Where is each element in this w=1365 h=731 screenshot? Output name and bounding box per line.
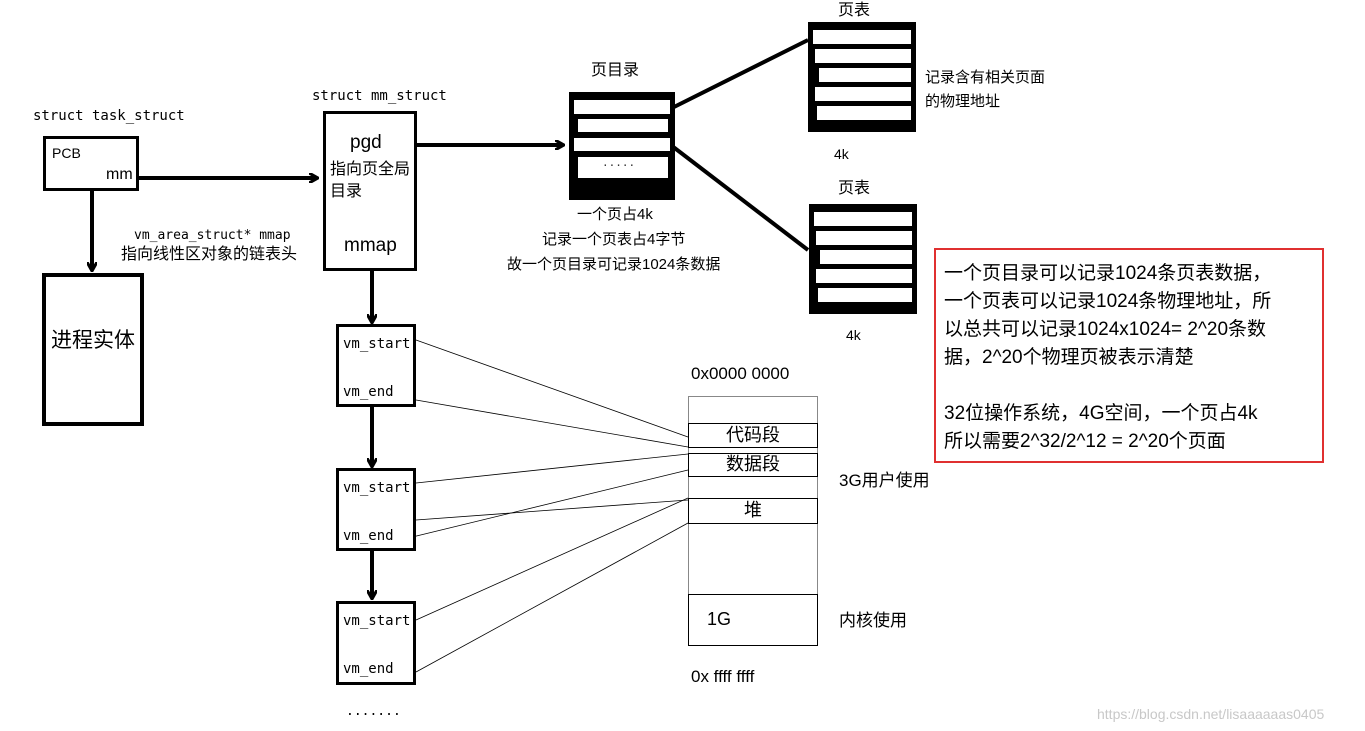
page-table-title: 页表 [838, 180, 871, 197]
vm-end-label: vm_end [343, 661, 394, 677]
heap-segment: 堆 [688, 498, 818, 524]
summary-note-box: 一个页目录可以记录1024条页表数据， 一个页表可以记录1024条物理地址，所 … [934, 248, 1324, 463]
page-directory-box: ..... [569, 92, 675, 200]
pcb-box: PCB mm [43, 136, 139, 191]
vm-start-label: vm_start [343, 613, 411, 629]
page-table-box [809, 204, 917, 314]
page-table-size: 4k [846, 327, 861, 343]
kernel-region: 1G [688, 594, 818, 646]
note-line: 据，2^20个物理页被表示清楚 [944, 347, 1194, 368]
page-table-box [808, 22, 916, 132]
page-table-title: 页表 [838, 2, 871, 19]
code-segment: 代码段 [688, 423, 818, 448]
pgd-label: pgd [350, 132, 382, 153]
note-line: 32位操作系统，4G空间，一个页占4k [944, 403, 1258, 424]
data-segment: 数据段 [688, 453, 818, 477]
pgd-desc: 指向页全局 目录 [330, 161, 411, 200]
mmap-field-type: vm_area_struct* mmap [134, 228, 291, 243]
kernel-space-caption: 内核使用 [839, 611, 907, 630]
mmap-label: mmap [344, 235, 397, 256]
mm-field-label: mm [106, 166, 133, 183]
heap-segment-label: 堆 [744, 500, 762, 520]
vm-area-box: vm_start vm_end [336, 601, 416, 685]
vm-start-label: vm_start [343, 480, 411, 496]
page-table-desc: 记录含有相关页面 的物理地址 [925, 69, 1046, 110]
note-line: 一个页表可以记录1024条物理地址，所 [944, 291, 1272, 312]
code-segment-label: 代码段 [726, 425, 780, 445]
address-bottom-label: 0x ffff ffff [691, 667, 755, 686]
task-struct-title: struct task_struct [33, 108, 185, 124]
note-line: 所以需要2^32/2^12 = 2^20个页面 [944, 431, 1226, 452]
mm-struct-box: pgd 指向页全局 目录 mmap [323, 111, 417, 271]
page-directory-desc-3: 故一个页目录可记录1024条数据 [507, 256, 721, 273]
page-directory-title: 页目录 [591, 62, 640, 79]
directory-to-pagetable1-line [671, 38, 809, 110]
vm-more-dots: ....... [346, 704, 401, 719]
pcb-label: PCB [52, 145, 81, 161]
vm-end-label: vm_end [343, 384, 394, 400]
directory-to-pagetable2-line [670, 144, 810, 252]
mm-struct-title: struct mm_struct [312, 88, 447, 104]
watermark: https://blog.csdn.net/lisaaaaaas0405 [1097, 706, 1325, 722]
vm-area-box: vm_start vm_end [336, 468, 416, 551]
page-table-size: 4k [834, 146, 849, 162]
vma-mapping-lines [399, 339, 689, 673]
page-directory-desc-1: 一个页占4k [577, 206, 653, 223]
page-directory-desc-2: 记录一个页表占4字节 [542, 231, 686, 248]
note-line: 一个页目录可以记录1024条页表数据， [944, 263, 1272, 284]
vm-start-label: vm_start [343, 336, 411, 352]
kernel-region-label: 1G [707, 609, 732, 629]
vm-end-label: vm_end [343, 528, 394, 544]
process-entity-label: 进程实体 [51, 329, 135, 352]
address-top-label: 0x0000 0000 [691, 364, 790, 383]
process-entity-box: 进程实体 [42, 273, 144, 426]
page-directory-dots: ..... [602, 156, 636, 169]
note-line: 以总共可以记录1024x1024= 2^20条数 [944, 319, 1267, 340]
vm-area-box: vm_start vm_end [336, 324, 416, 407]
note-line [944, 372, 1316, 400]
data-segment-label: 数据段 [726, 454, 780, 474]
user-space-caption: 3G用户使用 [839, 471, 930, 490]
mmap-field-desc: 指向线性区对象的链表头 [121, 246, 298, 263]
